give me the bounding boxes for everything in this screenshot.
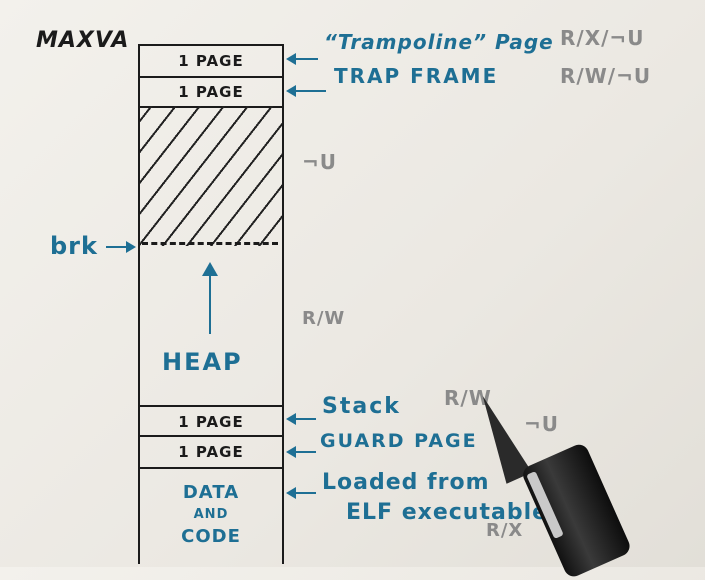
trampoline-annotation: “Trampoline” Page [324,30,554,54]
stack-annotation: Stack [322,394,401,419]
guard-permissions: ¬U [524,412,559,436]
unmapped-permissions: ¬U [302,150,337,174]
guard-annotation: GUARD PAGE [320,430,478,452]
heap-label: HEAP [162,348,243,376]
unmapped-hatched-region [140,106,282,246]
brk-label: brk [50,232,98,260]
heap-growth-arrow-head [202,262,218,276]
loaded-annotation-line1: Loaded from [322,470,490,495]
address-space-column: 1 PAGE 1 PAGE HEAP 1 PAGE 1 PAGE DATA AN… [138,44,284,564]
data-and-code-cell: DATA AND CODE [140,482,282,548]
stack-permissions: R/W [444,386,492,410]
trampoline-page-cell: 1 PAGE [140,46,282,78]
trapframe-annotation: TRAP FRAME [334,64,499,88]
guard-arrow [290,451,316,453]
data-label: DATA [182,482,240,503]
trampoline-arrowhead [286,53,296,65]
guard-page-cell: 1 PAGE [140,437,282,469]
trapframe-permissions: R/W/¬U [560,64,652,88]
maxva-label: MAXVA [36,28,130,53]
brk-arrow [106,246,128,248]
brk-dashed-line [142,242,278,245]
trampoline-permissions: R/X/¬U [560,26,645,50]
loaded-arrow [290,492,316,494]
stack-arrowhead [286,413,296,425]
heap-permissions: R/W [302,308,346,329]
trampoline-arrow [288,58,318,60]
loaded-arrowhead [286,487,296,499]
guard-arrowhead [286,446,296,458]
code-label: CODE [181,526,241,547]
trapframe-arrowhead [286,85,296,97]
trapframe-page-cell: 1 PAGE [140,78,282,108]
stack-page-cell: 1 PAGE [140,405,282,437]
and-label: AND [193,507,229,522]
code-permissions: R/X [486,520,524,541]
brk-arrowhead [126,241,136,253]
heap-growth-arrow-shaft [209,274,211,334]
trapframe-arrow [290,90,326,92]
stack-arrow [290,418,316,420]
